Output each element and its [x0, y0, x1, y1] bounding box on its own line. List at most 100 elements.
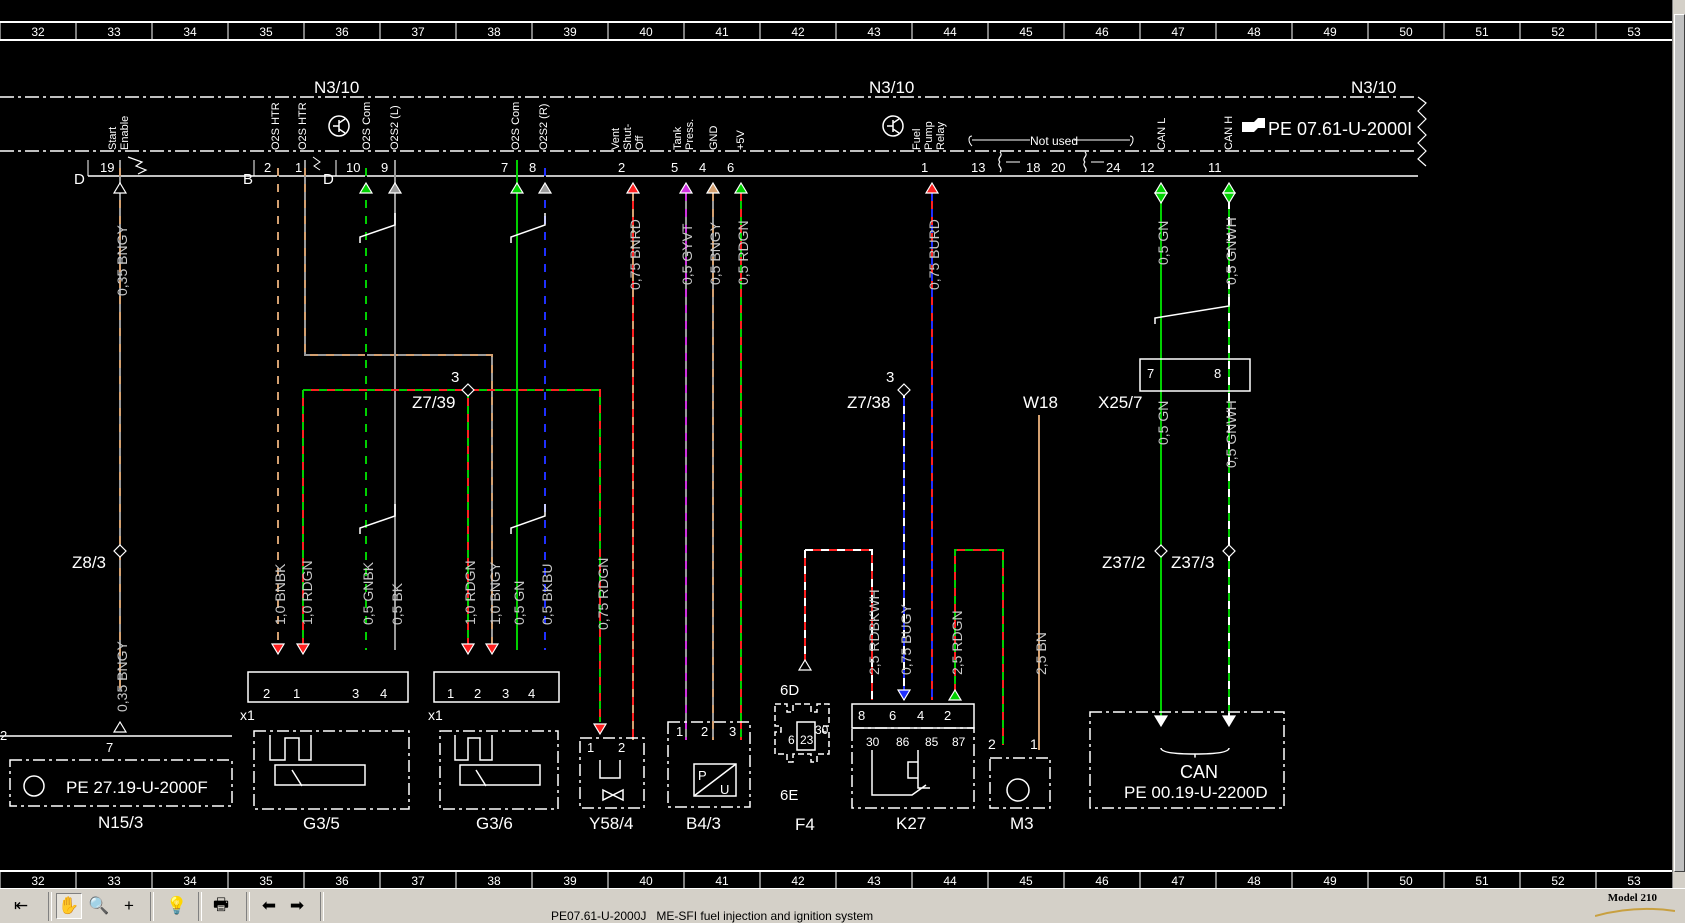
- ruler-number: 48: [1247, 25, 1261, 39]
- wire-k27-rdgn: [954, 549, 1004, 745]
- b4-3-inner-u: U: [720, 782, 729, 797]
- reference-hand-icon: [1242, 118, 1265, 132]
- unused-pin-break-marks: [998, 151, 1104, 173]
- b4-3-pin-1: 1: [676, 724, 683, 739]
- g3-5-conn-label: x1: [240, 707, 255, 723]
- wire-k27-rdgn-stripe: [954, 549, 1004, 745]
- arrow-left-icon[interactable]: ⬅: [261, 896, 277, 915]
- y58-4-valve-symbol: [599, 760, 624, 802]
- g3-6-pin: 3: [502, 686, 509, 701]
- g3-6-heater-symbol: [454, 735, 541, 787]
- wire-label-w-0-5-gn-top: 0,5 GN: [1155, 221, 1171, 265]
- ruler-number: 53: [1627, 25, 1641, 39]
- k27-pin-top: 2: [944, 708, 951, 723]
- pin-5: 5: [671, 160, 678, 175]
- pin-11: 11: [1208, 160, 1222, 175]
- side-label-b: B: [243, 171, 253, 188]
- ruler-number: 35: [259, 874, 273, 888]
- wire-o2s-htr-bngy: [304, 160, 493, 650]
- twisted-pair-marker: [510, 504, 546, 534]
- wire-f4-rdbkwh-b: [805, 549, 873, 700]
- b4-3-pin-2: 2: [701, 724, 708, 739]
- connector-pin-arrow: [537, 181, 553, 194]
- wire-label-m3-bn: 2,5 BN: [1033, 632, 1049, 675]
- lightbulb-icon[interactable]: 💡: [166, 896, 188, 915]
- pin-label-enable: Enable: [119, 116, 131, 150]
- ruler-number: 46: [1095, 874, 1109, 888]
- can-brace: [1160, 747, 1230, 758]
- pin-4: 4: [699, 160, 706, 175]
- wire-label-w-0-5-gyvt: 0,5 GYVT: [679, 223, 695, 285]
- ruler-number: 34: [183, 874, 197, 888]
- connector-pin-arrow: [509, 181, 525, 194]
- scrollbar-thumb[interactable]: [1674, 14, 1685, 872]
- can-label: CAN: [1180, 762, 1218, 782]
- wire-o2s-htr-bngy-stripe: [304, 160, 493, 650]
- wire-label-w-0-35-bngy-bot: 0,35 BNGY: [114, 641, 130, 712]
- ruler-number: 47: [1171, 25, 1185, 39]
- crosshair-icon[interactable]: +: [124, 896, 134, 915]
- wire-label-k27-rdgn: 2,5 RDGN: [949, 610, 965, 675]
- wire-label-g36-gn: 0,5 GN: [511, 581, 527, 625]
- ruler-number: 43: [867, 874, 881, 888]
- document-title: ME-SFI fuel injection and ignition syste…: [656, 909, 874, 923]
- ruler-number: 49: [1323, 25, 1337, 39]
- k27-pin-bottom: 87: [952, 735, 966, 749]
- ruler-number: 48: [1247, 874, 1261, 888]
- component-k27: [851, 727, 975, 809]
- m3-pin-2: 2: [988, 736, 996, 752]
- n15-3-ref-link[interactable]: PE 27.19-U-2000F: [66, 778, 208, 797]
- pin-label-start: Start: [107, 127, 119, 150]
- splice-z37-2[interactable]: [1154, 544, 1168, 558]
- splice-number-z7-39: 3: [451, 369, 459, 386]
- can-ref-link[interactable]: PE 00.19-U-2200D: [1124, 783, 1268, 802]
- vertical-scrollbar[interactable]: [1672, 0, 1685, 888]
- magnifier-icon[interactable]: 🔍: [88, 896, 110, 915]
- component-g3-5: [253, 730, 410, 810]
- splice-label-z7-39: Z7/39: [412, 393, 455, 412]
- ruler-number: 42: [791, 874, 805, 888]
- component-n15-3: [9, 759, 233, 807]
- splice-z37-3[interactable]: [1222, 544, 1236, 558]
- wire-label-g36-bkbu: 0,5 BKBU: [539, 564, 555, 625]
- component-label-g3-5: G3/5: [303, 814, 340, 833]
- g3-6-arrow: [460, 643, 476, 656]
- bottom-toolbar: ⇤ ✋ 🔍 + 💡 🖶 ⬅ ➡ PE07.61-U-2000J ME-SFI f…: [0, 888, 1685, 923]
- connector-pin-arrow: [705, 181, 721, 194]
- ruler-number: 45: [1019, 874, 1033, 888]
- twisted-pair-marker: [359, 504, 396, 534]
- connector-ref-link[interactable]: PE 07.61-U-2000I: [1268, 119, 1412, 139]
- splice-z7-38[interactable]: [897, 383, 911, 397]
- pin-label-o2s-htr-2: O2S HTR: [297, 102, 309, 150]
- wire-label-w-0-35-bngy-top: 0,35 BNGY: [114, 225, 130, 296]
- ground-label-w18: W18: [1023, 393, 1058, 412]
- m3-pin-1: 1: [1030, 736, 1038, 752]
- back-to-list-icon[interactable]: ⇤: [13, 896, 29, 915]
- print-icon[interactable]: 🖶: [212, 894, 230, 914]
- ruler-number: 49: [1323, 874, 1337, 888]
- twisted-pair-marker: [1154, 294, 1230, 324]
- f4-label-6d: 6D: [780, 682, 799, 699]
- connector-pin-arrow: [733, 181, 749, 194]
- g3-5-pin: 2: [263, 686, 270, 701]
- not-used-label: Not used: [1030, 134, 1078, 148]
- wire-label-w-0-75-bnrd: 0,75 BNRD: [627, 219, 643, 290]
- wire-label-w-0-5-bngy: 0,5 BNGY: [707, 221, 723, 285]
- wire-f4-rdbkwh-b-base: [805, 549, 873, 700]
- b4-3-sensor-box: [693, 763, 737, 797]
- f4-pin-right: 30: [815, 723, 829, 737]
- pin-label-fuel: Fuel: [911, 129, 923, 150]
- wire-label-g35-bnbk: 1,0 BNBK: [272, 563, 288, 625]
- pin-label-5v: +5V: [735, 129, 747, 150]
- splice-z7-39[interactable]: [461, 383, 475, 397]
- g3-6-pin: 2: [474, 686, 481, 701]
- pin-label-pump: Pump: [923, 121, 935, 150]
- arrow-right-icon[interactable]: ➡: [289, 896, 305, 915]
- hand-pan-icon[interactable]: ✋: [56, 893, 82, 919]
- g3-5-arrow: [295, 643, 311, 656]
- splice-z8-3[interactable]: [113, 544, 127, 558]
- g3-6-conn-label: x1: [428, 707, 443, 723]
- g3-6-connector-x1: [433, 671, 560, 703]
